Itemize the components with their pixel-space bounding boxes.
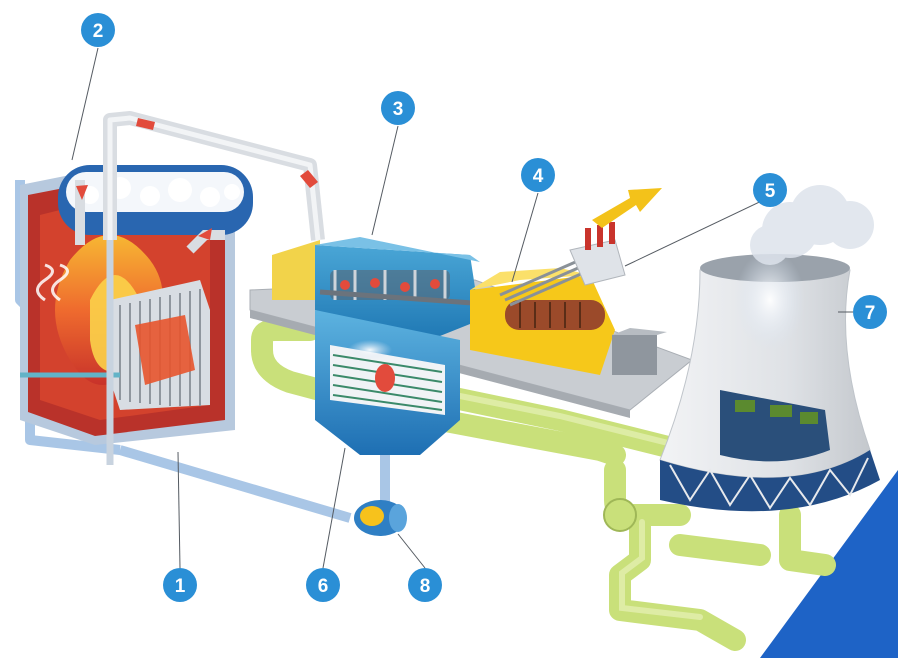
steam-plume	[750, 185, 874, 265]
marker-generator: 4	[521, 158, 555, 192]
marker-circle	[381, 91, 415, 125]
marker-label: 6	[318, 576, 329, 597]
marker-transformer: 5	[753, 173, 787, 207]
marker-boiler: 1	[163, 568, 197, 602]
marker-circle	[306, 568, 340, 602]
steam-drum	[58, 165, 253, 235]
cooling-water-pipe-highlight	[437, 389, 703, 620]
cooling-water-pump	[603, 498, 637, 532]
component-markers: 1 2 3 4 5 6 7 8	[81, 13, 887, 602]
steam-turbine	[272, 237, 501, 340]
marker-label: 7	[865, 303, 876, 324]
marker-steam-turbine: 3	[381, 91, 415, 125]
marker-circle	[163, 568, 197, 602]
marker-circle	[81, 13, 115, 47]
feed-pump	[354, 500, 407, 536]
steam-pipe	[75, 111, 325, 254]
marker-condenser: 6	[306, 568, 340, 602]
marker-circle	[753, 173, 787, 207]
condenser	[315, 310, 460, 455]
marker-steam-drum: 2	[81, 13, 115, 47]
transformer	[569, 222, 626, 286]
marker-label: 1	[175, 576, 186, 597]
marker-label: 4	[533, 166, 544, 187]
cooling-tower	[659, 250, 880, 512]
marker-circle	[521, 158, 555, 192]
marker-circle	[408, 568, 442, 602]
power-output-arrow	[592, 188, 662, 228]
marker-feed-pump: 8	[408, 568, 442, 602]
marker-circle	[853, 295, 887, 329]
marker-label: 8	[420, 576, 431, 597]
marker-label: 5	[765, 181, 776, 202]
transmission-line	[499, 258, 591, 307]
boiler	[20, 170, 235, 465]
steam-flow-arrows	[76, 118, 318, 240]
marker-leader-lines	[71, 47, 853, 569]
marker-label: 2	[93, 21, 104, 42]
marker-label: 3	[393, 99, 404, 120]
marker-cooling-tower: 7	[853, 295, 887, 329]
